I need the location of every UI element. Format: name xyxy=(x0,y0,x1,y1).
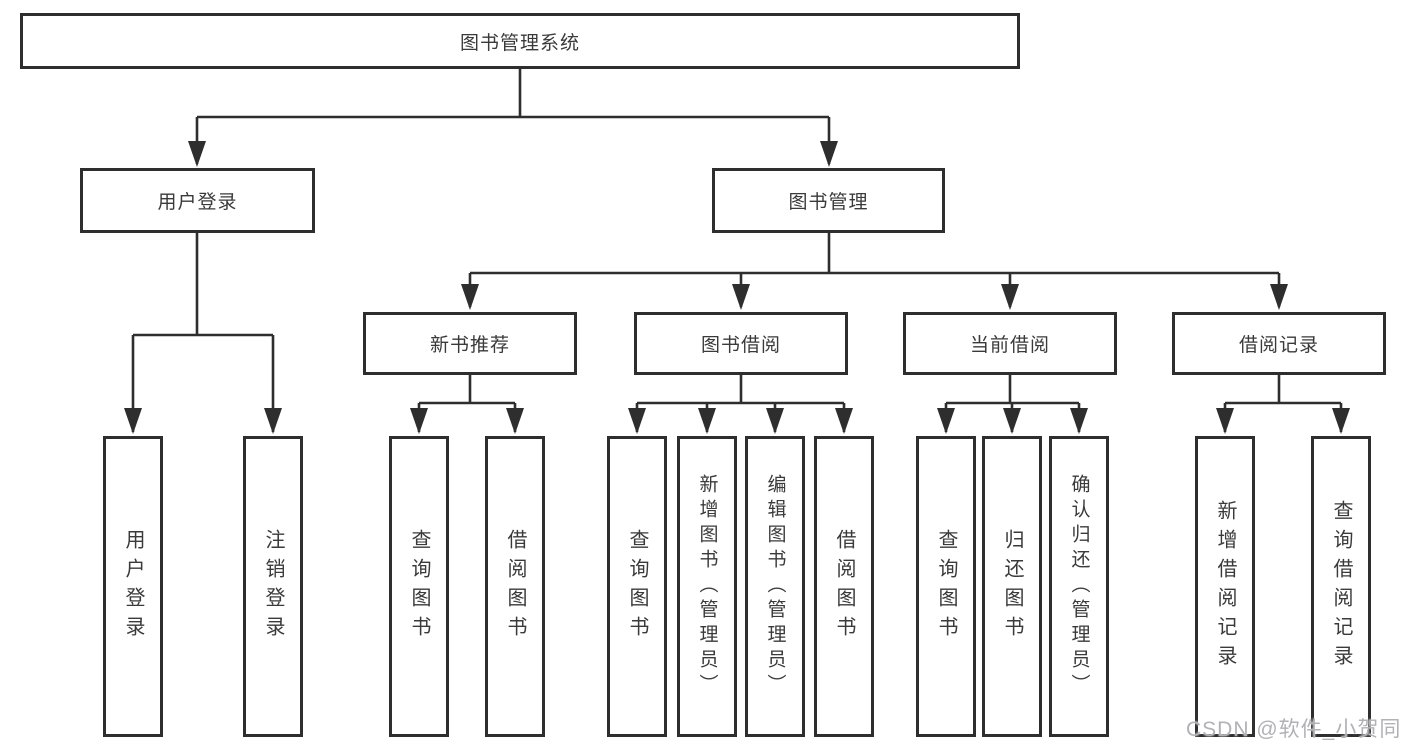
leaf-label: 新增借阅记录 xyxy=(1214,499,1236,674)
node-new-book-recommendation: 新书推荐 xyxy=(363,312,577,375)
leaf-return-books: 归还图书 xyxy=(982,436,1042,737)
node-label: 图书管理系统 xyxy=(459,32,580,54)
node-user-login: 用户登录 xyxy=(80,168,315,233)
arrow-icon xyxy=(628,408,646,434)
arrow-icon xyxy=(835,408,853,434)
node-book-management: 图书管理 xyxy=(712,168,945,233)
node-label: 图书管理 xyxy=(788,192,869,213)
leaf-query-borrow-record: 查询借阅记录 xyxy=(1311,436,1371,737)
leaf-label: 新增图书（管理员） xyxy=(696,474,718,699)
leaf-edit-books-admin: 编辑图书（管理员） xyxy=(745,436,805,737)
leaf-label: 借阅图书 xyxy=(833,528,855,645)
arrow-icon xyxy=(461,284,479,310)
node-current-borrowing: 当前借阅 xyxy=(903,312,1117,375)
arrow-icon xyxy=(188,141,206,167)
leaf-query-books-recommend: 查询图书 xyxy=(389,436,449,737)
leaf-label: 查询图书 xyxy=(626,528,648,645)
leaf-borrow-books-recommend: 借阅图书 xyxy=(485,436,545,737)
connector-borrow-record-to-leaves xyxy=(1223,375,1343,432)
node-borrowing-records: 借阅记录 xyxy=(1172,312,1386,375)
leaf-query-books-borrow: 查询图书 xyxy=(607,436,667,737)
arrow-icon xyxy=(1001,284,1019,310)
leaf-add-borrow-record: 新增借阅记录 xyxy=(1195,436,1255,737)
arrow-icon xyxy=(698,408,716,434)
leaf-label: 编辑图书（管理员） xyxy=(764,474,786,699)
arrowheads xyxy=(124,141,1350,434)
node-label: 新书推荐 xyxy=(429,335,510,356)
leaf-label: 查询图书 xyxy=(935,528,957,645)
connector-root-to-level2 xyxy=(195,69,831,164)
leaf-query-books-current: 查询图书 xyxy=(916,436,976,737)
arrow-icon xyxy=(937,408,955,434)
arrow-icon xyxy=(506,408,524,434)
node-label: 图书借阅 xyxy=(700,335,781,356)
connector-book-management-to-level3 xyxy=(468,233,1281,307)
arrow-icon xyxy=(1332,408,1350,434)
connector-new-book-to-leaves xyxy=(417,375,517,432)
leaf-label: 用户登录 xyxy=(122,528,144,645)
csdn-watermark: CSDN @软件_小贺同学 xyxy=(1186,718,1402,741)
leaf-label: 归还图书 xyxy=(1001,528,1023,645)
connector-user-login-to-leaves xyxy=(131,233,275,432)
node-label: 用户登录 xyxy=(157,192,238,213)
node-book-borrowing: 图书借阅 xyxy=(634,312,848,375)
leaf-borrow-books: 借阅图书 xyxy=(814,436,874,737)
leaf-user-login: 用户登录 xyxy=(103,436,163,737)
node-label: 当前借阅 xyxy=(969,335,1050,356)
leaf-label: 借阅图书 xyxy=(504,528,526,645)
leaf-confirm-return-admin: 确认归还（管理员） xyxy=(1049,436,1109,737)
arrow-icon xyxy=(1003,408,1021,434)
arrow-icon xyxy=(766,408,784,434)
arrow-icon xyxy=(732,284,750,310)
arrow-icon xyxy=(1270,284,1288,310)
leaf-logout: 注销登录 xyxy=(243,436,303,737)
arrow-icon xyxy=(124,408,142,434)
leaf-label: 查询借阅记录 xyxy=(1330,499,1352,674)
leaf-label: 注销登录 xyxy=(262,528,284,645)
arrow-icon xyxy=(410,408,428,434)
leaf-label: 查询图书 xyxy=(408,528,430,645)
arrow-icon xyxy=(820,141,838,167)
leaf-label: 确认归还（管理员） xyxy=(1068,474,1090,699)
node-label: 借阅记录 xyxy=(1238,335,1319,356)
arrow-icon xyxy=(264,408,282,434)
connector-book-borrow-to-leaves xyxy=(635,375,846,432)
arrow-icon xyxy=(1216,408,1234,434)
arrow-icon xyxy=(1070,408,1088,434)
leaf-add-books-admin: 新增图书（管理员） xyxy=(677,436,737,737)
node-library-management-system: 图书管理系统 xyxy=(20,13,1020,69)
